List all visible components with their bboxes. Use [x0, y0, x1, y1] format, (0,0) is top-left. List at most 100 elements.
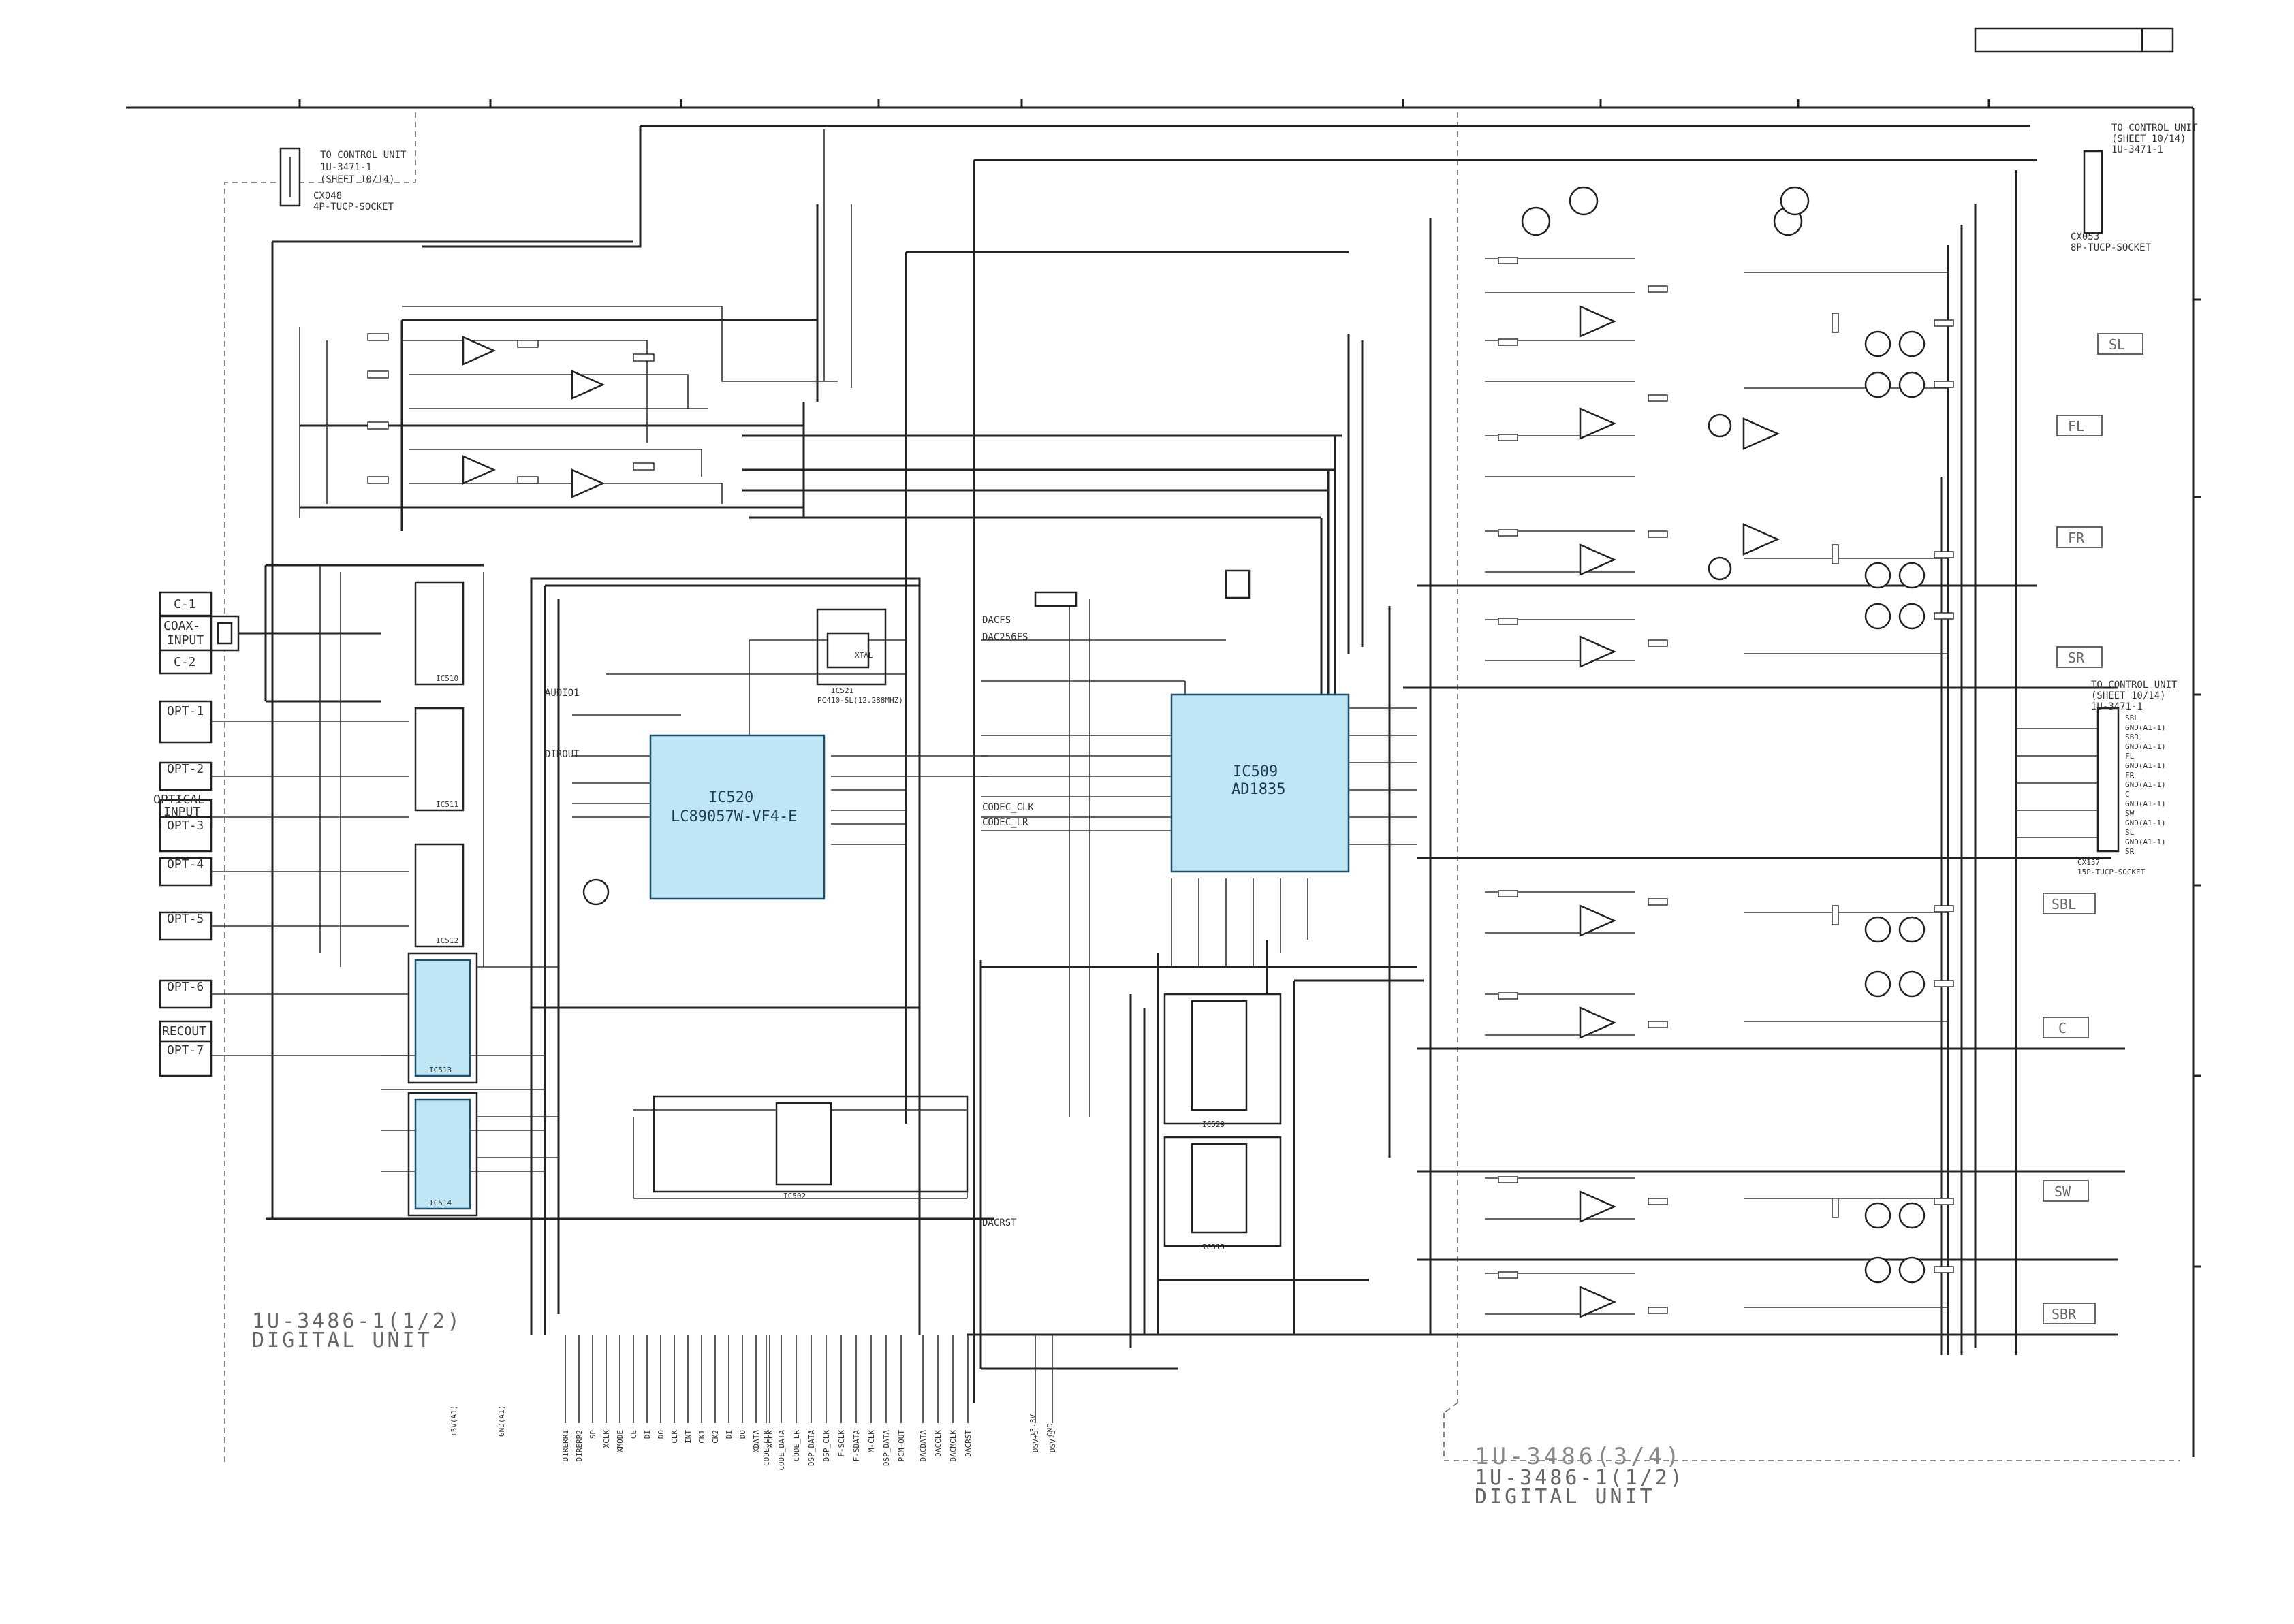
cx157-pin-9: C	[2125, 790, 2130, 799]
bottom-signal-label: F-SCLK	[837, 1430, 846, 1457]
bottom-signal-label: DO	[738, 1430, 747, 1439]
cx048-note: TO CONTROL UNIT	[320, 150, 407, 161]
channel-tag-fr: FR	[2068, 530, 2085, 546]
left-title-line2: DIGITAL UNIT	[252, 1328, 433, 1352]
cx157-pin-2: GND(A1-1)	[2125, 723, 2166, 732]
bottom-signal-label: XDATA	[752, 1430, 761, 1452]
ic509-part: AD1835	[1231, 781, 1285, 798]
bottom-signal-label: XMODE	[616, 1430, 625, 1452]
cx157-pin-12: GND(A1-1)	[2125, 818, 2166, 827]
bottom-signal-label: CLK	[670, 1430, 679, 1444]
cx157-pin-13: SL	[2125, 828, 2135, 837]
cx053-sheet2: 1U-3471-1	[2111, 144, 2163, 155]
input-opt6: OPT-6	[167, 980, 204, 994]
ic512-label: IC512	[436, 936, 458, 945]
label-dacmclk: DAC256FS	[982, 632, 1028, 643]
channel-tags: SL FL FR SR SBL C SW SBR	[2043, 333, 2143, 1324]
cx053-name: CX053	[2071, 232, 2099, 242]
cx048-sheet: 1U-3471-1	[320, 162, 372, 173]
label-codec-clk: CODEC_CLK	[982, 802, 1034, 813]
channel-tag-sr: SR	[2068, 650, 2085, 666]
section-titles: 1U-3486-1(1/2) DIGITAL UNIT 1U-3486(3/4)…	[252, 1309, 1685, 1509]
chip-ic509: IC509 AD1835	[1170, 693, 1350, 873]
right-title-line2: 1U-3486-1(1/2)	[1475, 1466, 1685, 1490]
signal-labels: AUDIO1 DIROUT DACFS DAC256FS DACRST CODE…	[545, 615, 1034, 1228]
input-coax-2: INPUT	[167, 633, 204, 648]
power-labels: +5V(A1) GND(A1) +3.3V GND	[450, 1405, 1054, 1437]
ic511-label: IC511	[436, 800, 458, 809]
cx048-name: CX048	[313, 191, 342, 202]
ic502-label: IC502	[783, 1192, 806, 1200]
input-opt2: OPT-2	[167, 762, 204, 776]
cx048-type: 4P-TUCP-SOCKET	[313, 202, 394, 212]
bottom-signal-label: DI	[643, 1430, 652, 1439]
power-label-2: GND(A1)	[497, 1405, 506, 1437]
cx157-pin-14: GND(A1-1)	[2125, 838, 2166, 846]
cx053-type: 8P-TUCP-SOCKET	[2071, 242, 2152, 253]
ic520-part: LC89057W-VF4-E	[671, 808, 797, 825]
bottom-signal-label: CE	[629, 1430, 638, 1439]
chip-ic515: IC515	[1163, 1136, 1282, 1252]
jumper-cx	[1034, 569, 1251, 607]
cx157-pin-8: GND(A1-1)	[2125, 780, 2166, 789]
cx053-note: TO CONTROL UNIT	[2111, 123, 2198, 133]
ic520-name: IC520	[708, 789, 753, 806]
bottom-signal-label: DSV-5	[1048, 1430, 1057, 1452]
input-opt4: OPT-4	[167, 857, 204, 872]
input-optical-2: INPUT	[163, 805, 200, 819]
left-title-line1: 1U-3486-1(1/2)	[252, 1309, 462, 1333]
channel-tag-c: C	[2058, 1020, 2067, 1036]
cx157-name: CX157	[2077, 858, 2100, 867]
bottom-signal-label: INT	[684, 1430, 693, 1444]
bottom-signal-label: PCM-OUT	[897, 1430, 906, 1462]
right-title-line3: DIGITAL UNIT	[1475, 1485, 1655, 1509]
cx157-sheet2: 1U-3471-1	[2091, 701, 2143, 712]
bottom-signal-label: CK1	[697, 1430, 706, 1444]
bottom-signal-label: XCLK	[766, 1430, 774, 1448]
label-dacfs: DACFS	[982, 615, 1011, 626]
chip-ic520: IC520 LC89057W-VF4-E	[530, 577, 921, 1009]
connector-cx157: TO CONTROL UNIT (SHEET 10/14) 1U-3471-1 …	[2077, 680, 2178, 876]
input-c1: C-1	[174, 597, 196, 611]
cx157-pin-7: FR	[2125, 771, 2135, 780]
chip-ic502: IC502	[653, 1095, 969, 1200]
cx157-pin-6: GND(A1-1)	[2125, 761, 2166, 770]
ic515-label: IC515	[1202, 1243, 1225, 1252]
label-xtal: XTAL	[855, 651, 873, 660]
ic521-note: PC410-SL(12.288MHZ)	[817, 696, 903, 705]
cx048-sheet2: (SHEET 10/14)	[320, 174, 395, 185]
cx157-pin-10: GND(A1-1)	[2125, 799, 2166, 808]
cx157-pin-1: SBL	[2125, 714, 2139, 722]
title-block	[1974, 27, 2174, 53]
label-dirout: DIROUT	[545, 749, 580, 760]
channel-tag-fl: FL	[2068, 418, 2084, 434]
bottom-signal-label: CODE_LR	[792, 1430, 801, 1462]
input-section	[159, 564, 484, 1077]
cx053-sheet: (SHEET 10/14)	[2111, 133, 2186, 144]
ic521-label: IC521	[831, 686, 853, 695]
power-label-4: GND	[1046, 1423, 1054, 1437]
bottom-signal-label: DSP_CLK	[822, 1430, 831, 1462]
bottom-signal-label: CODE_DATA	[777, 1430, 786, 1471]
right-title-line1: 1U-3486(3/4)	[1475, 1443, 1683, 1470]
board-outline	[224, 112, 2180, 1464]
zone-ruler	[126, 99, 2201, 1457]
bottom-signal-label: DACDATA	[919, 1430, 928, 1462]
bottom-signal-label: DO	[657, 1430, 665, 1439]
bottom-signal-label: DSP_DATA	[882, 1430, 891, 1466]
bottom-signal-label: DI	[725, 1430, 734, 1439]
bottom-signal-label: DIRERR2	[575, 1430, 584, 1461]
cx157-pin-11: SW	[2125, 809, 2135, 818]
chip-ic521: IC521 PC410-SL(12.288MHZ)	[816, 608, 903, 705]
connector-cx048: TO CONTROL UNIT 1U-3471-1 (SHEET 10/14) …	[279, 147, 407, 212]
channel-tag-sw: SW	[2054, 1183, 2071, 1200]
power-label-1: +5V(A1)	[450, 1405, 458, 1437]
ic510-label: IC510	[436, 674, 458, 683]
input-recout: RECOUT	[162, 1024, 206, 1038]
cx157-sheet: (SHEET 10/14)	[2091, 690, 2166, 701]
bottom-signal-label: M-CLK	[867, 1430, 876, 1452]
cx157-type: 15P-TUCP-SOCKET	[2077, 867, 2146, 876]
bottom-signal-label: F-SDATA	[852, 1430, 861, 1462]
